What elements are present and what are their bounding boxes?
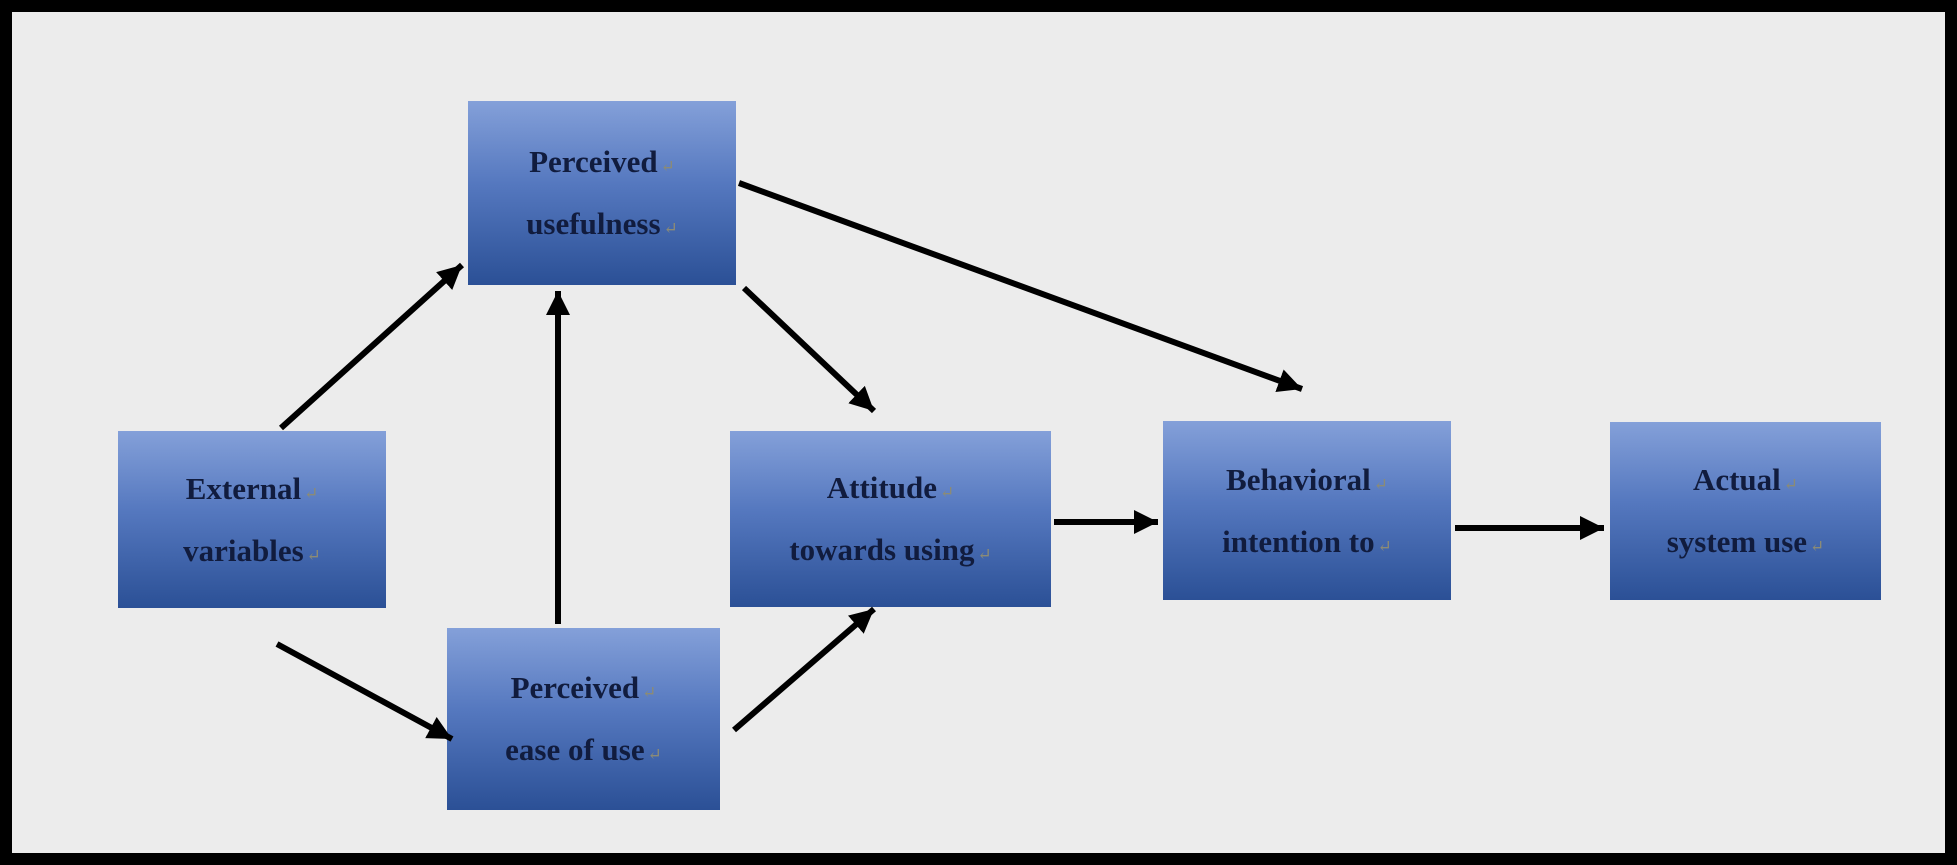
line-break-mark: ↵	[304, 483, 319, 503]
node-label-line: towards using↵	[789, 532, 991, 568]
arrow-perceived-usefulness-to-attitude-towards-using	[741, 285, 877, 414]
node-label-line: ease of use↵	[505, 732, 662, 768]
line-break-mark: ↵	[939, 483, 955, 502]
node-label-line: Perceived↵	[529, 144, 675, 180]
node-external-variables: External↵ variables↵	[118, 431, 386, 608]
node-label-text: External	[185, 470, 302, 506]
node-label-text: intention to	[1222, 523, 1375, 559]
node-label-line: Behavioral↵	[1226, 462, 1388, 498]
node-label-text: system use	[1666, 524, 1808, 559]
line-break-mark: ↵	[1810, 537, 1825, 556]
line-break-mark: ↵	[642, 683, 657, 702]
node-label-text: towards using	[789, 532, 975, 567]
node-label-line: Perceived↵	[511, 670, 657, 706]
line-break-mark: ↵	[306, 545, 321, 565]
line-break-mark: ↵	[663, 219, 678, 238]
arrow-perceived-ease-of-use-to-attitude-towards-using	[732, 606, 876, 733]
node-label-text: Actual	[1692, 462, 1781, 497]
node-actual-system-use: Actual↵ system use↵	[1610, 422, 1881, 600]
arrow-external-variables-to-perceived-usefulness	[278, 262, 465, 431]
node-label-line: External↵	[186, 471, 319, 507]
node-perceived-ease-of-use: Perceived↵ ease of use↵	[447, 628, 720, 810]
line-break-mark: ↵	[1783, 475, 1799, 494]
arrow-external-variables-to-perceived-ease-of-use	[275, 641, 454, 742]
line-break-mark: ↵	[647, 745, 662, 764]
node-label-text: Perceived	[529, 144, 658, 179]
node-label-line: system use↵	[1667, 524, 1825, 560]
node-label-line: intention to↵	[1222, 524, 1392, 560]
node-label-text: Attitude	[826, 470, 937, 505]
line-break-mark: ↵	[977, 545, 992, 564]
arrow-perceived-usefulness-to-behavioral-intention-to	[737, 180, 1304, 393]
node-label-text: ease of use	[505, 732, 645, 767]
line-break-mark: ↵	[660, 157, 675, 176]
node-label-line: Actual↵	[1693, 462, 1798, 498]
node-behavioral-intention-to: Behavioral↵ intention to↵	[1163, 421, 1451, 600]
node-attitude-towards-using: Attitude↵ towards using↵	[730, 431, 1051, 607]
node-label-text: usefulness	[526, 206, 661, 241]
node-label-line: variables↵	[183, 533, 321, 569]
node-label-text: variables	[183, 532, 304, 568]
node-label-line: Attitude↵	[827, 470, 954, 506]
node-label-text: Behavioral	[1226, 461, 1371, 497]
node-label-text: Perceived	[510, 670, 640, 705]
line-break-mark: ↵	[1373, 474, 1388, 494]
node-label-line: usefulness↵	[526, 206, 678, 242]
node-perceived-usefulness: Perceived↵ usefulness↵	[468, 101, 736, 285]
line-break-mark: ↵	[1377, 536, 1392, 556]
